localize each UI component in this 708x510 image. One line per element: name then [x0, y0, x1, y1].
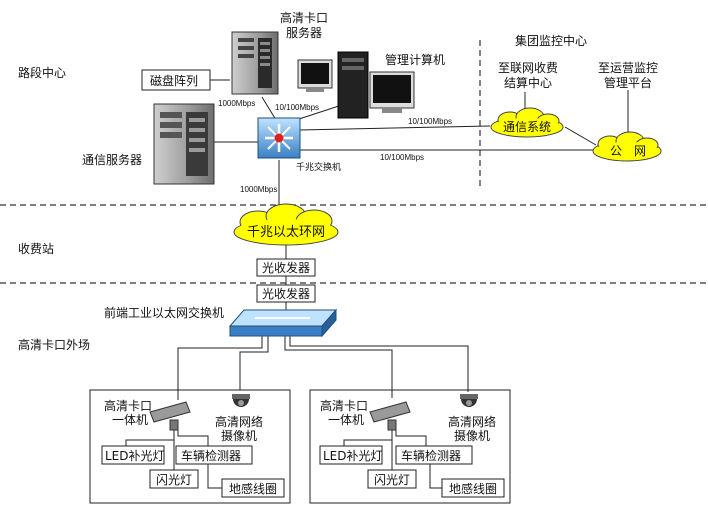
site-left-detector-box — [175, 445, 253, 465]
link-mgmt-pc — [295, 103, 346, 121]
comm-server-label: 通信服务器 — [82, 152, 142, 167]
site-left-net-camera-label-1: 高清网络 — [215, 414, 263, 429]
ops-platform-label-1: 至运营监控 — [598, 61, 658, 75]
site-left-led-label: LED补光灯 — [105, 449, 165, 463]
site-left-camera-unit-label-1: 高清卡口 — [104, 398, 152, 413]
site-right-frame — [309, 389, 511, 504]
link-switch-site-right-camera — [284, 335, 393, 398]
zone-label-toll-station: 收费站 — [18, 242, 54, 256]
link-switch-site-right-netcam — [289, 335, 469, 392]
hd-server-label-2: 服务器 — [286, 25, 322, 40]
site-right-detector-box — [395, 445, 473, 465]
public-net-cloud-icon — [592, 131, 662, 162]
gigabit-ring-label: 千兆以太环网 — [247, 225, 325, 240]
disk-array-box — [141, 69, 211, 91]
site-left-flash-label: 闪光灯 — [156, 473, 192, 487]
site-right-camera-unit-label-1: 高清卡口 — [320, 398, 368, 413]
zone-label-road-center: 路段中心 — [18, 65, 66, 80]
link-comm-system — [299, 125, 491, 131]
comm-system-label: 通信系统 — [503, 120, 551, 134]
site-left-coil-label: 地感线圈 — [229, 481, 277, 496]
gigabit-ring-cloud-icon — [233, 203, 339, 246]
site-right-led-label: LED补光灯 — [323, 449, 383, 463]
site-left-coil-box — [221, 478, 285, 498]
link-switch-site-left-camera — [177, 335, 263, 400]
site-right-led-box — [319, 445, 383, 465]
link-speed-5: 1000Mbps — [240, 185, 277, 194]
link-hd-server — [261, 96, 277, 121]
site-left-camera-unit-label-2: 一体机 — [112, 413, 148, 427]
site-right-camera-unit-label-2: 一体机 — [328, 413, 364, 427]
disk-array-label: 磁盘阵列 — [150, 73, 198, 88]
site-left-detector-label: 车辆检测器 — [181, 448, 241, 463]
site-left-frame — [89, 389, 291, 504]
site-left-flash-box — [149, 469, 199, 489]
transceiver-top-box — [256, 258, 316, 277]
monitor-icon — [297, 59, 333, 92]
site-left-led-box — [101, 445, 165, 465]
site-right-coil-label: 地感线圈 — [449, 481, 497, 496]
site-left-link-detector — [177, 430, 209, 446]
site-right-dome-camera-icon — [460, 394, 478, 407]
site-right-flash-label: 闪光灯 — [374, 473, 410, 487]
core-switch-label: 千兆交换机 — [296, 161, 341, 173]
workstation-icon — [337, 51, 415, 119]
toll-settle-label-1: 至联网收费 — [498, 61, 558, 75]
site-left-camera-unit-icon — [149, 401, 191, 431]
toll-settle-label-2: 结算中心 — [504, 75, 552, 90]
comm-server-icon — [153, 103, 215, 185]
site-right-link-detector — [395, 430, 427, 446]
link-speed-2: 10/100Mbps — [275, 103, 319, 112]
front-switch-icon — [228, 308, 338, 338]
mgmt-pc-label: 管理计算机 — [385, 52, 445, 67]
link-switch-site-left-netcam — [239, 335, 269, 390]
site-right-coil-box — [441, 478, 505, 498]
site-right-detector-label: 车辆检测器 — [401, 448, 461, 463]
site-left-link-coil — [207, 464, 222, 489]
ops-platform-label-2: 管理平台 — [604, 75, 652, 90]
hd-server-icon — [231, 31, 279, 95]
zone-label-group-center: 集团监控中心 — [515, 33, 587, 48]
link-speed-1: 1000Mbps — [218, 99, 255, 108]
site-right-link-led — [343, 430, 393, 446]
site-right-flash-box — [367, 469, 417, 489]
site-left-net-camera-label-2: 摄像机 — [221, 428, 257, 443]
link-comm-public — [564, 126, 597, 146]
front-switch-label: 前端工业以太网交换机 — [104, 305, 224, 320]
transceiver-bottom-label: 光收发器 — [262, 286, 310, 301]
site-right-link-coil — [429, 464, 442, 489]
site-left-dome-camera-icon — [232, 394, 250, 407]
link-speed-3: 10/100Mbps — [408, 117, 452, 126]
site-left-link-led — [125, 430, 175, 446]
link-speed-4: 10/100Mbps — [380, 153, 424, 162]
hd-server-label-1: 高清卡口 — [280, 10, 328, 25]
transceiver-bottom-box — [256, 284, 316, 303]
site-right-net-camera-label-1: 高清网络 — [448, 414, 496, 429]
comm-system-cloud-icon — [490, 107, 564, 138]
site-right-camera-unit-icon — [369, 401, 411, 431]
core-switch-icon — [257, 117, 301, 159]
zone-label-outfield: 高清卡口外场 — [18, 337, 90, 352]
site-right-net-camera-label-2: 摄像机 — [454, 428, 490, 443]
transceiver-top-label: 光收发器 — [262, 260, 310, 275]
public-net-label: 公 网 — [610, 144, 646, 158]
